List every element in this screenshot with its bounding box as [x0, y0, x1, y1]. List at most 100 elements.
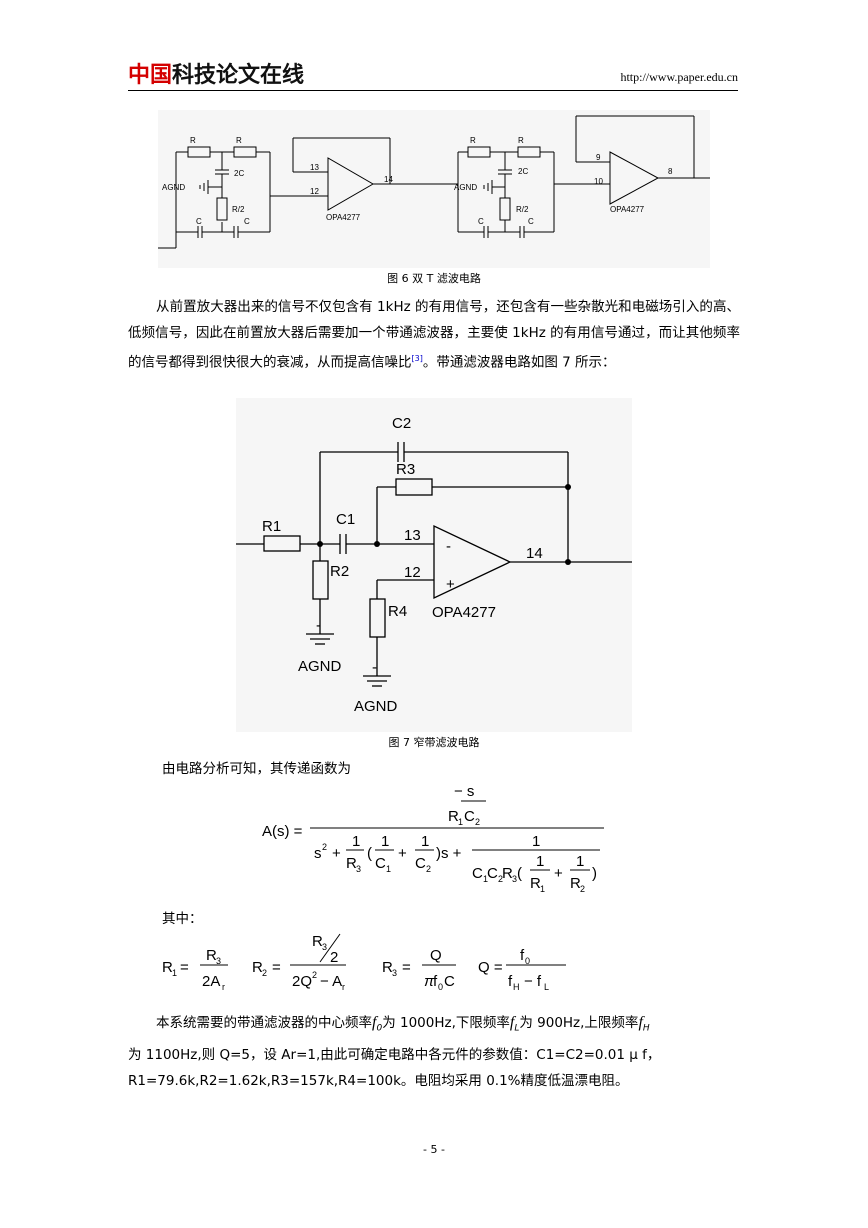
svg-text:2: 2: [330, 949, 338, 966]
svg-text:1: 1: [458, 817, 463, 827]
svg-text:R/2: R/2: [232, 205, 245, 214]
svg-text:1: 1: [381, 833, 389, 850]
svg-text:3: 3: [512, 874, 517, 884]
svg-text:=: =: [402, 959, 411, 976]
header-divider: [128, 90, 738, 91]
svg-text:r: r: [342, 982, 345, 992]
svg-text:1: 1: [352, 833, 360, 850]
svg-text:R: R: [236, 136, 242, 145]
svg-text:R/2: R/2: [516, 205, 529, 214]
svg-text:12: 12: [310, 187, 319, 196]
svg-text:+: +: [398, 845, 407, 862]
svg-text:π: π: [424, 973, 435, 990]
svg-text:2: 2: [312, 970, 317, 980]
svg-text:0: 0: [525, 956, 530, 966]
svg-text:+: +: [332, 845, 341, 862]
svg-text:1: 1: [576, 853, 584, 870]
svg-text:3: 3: [216, 956, 221, 966]
svg-text:=: =: [180, 959, 189, 976]
svg-text:(: (: [367, 845, 372, 862]
svg-text:R: R: [252, 959, 263, 976]
svg-text:1: 1: [532, 833, 540, 850]
svg-text:Q =: Q =: [478, 959, 503, 976]
svg-text:10: 10: [594, 177, 603, 186]
svg-text:3: 3: [356, 864, 361, 874]
figure-6-caption: 图 6 双 T 滤波电路: [387, 272, 481, 285]
figure-6-circuit: R R 2C R/2 C C AGND 13 12 14 OPA4277 R R…: [158, 110, 710, 268]
svg-text:f: f: [433, 973, 438, 990]
svg-text:13: 13: [404, 527, 421, 544]
svg-text:R: R: [518, 136, 524, 145]
svg-text:2C: 2C: [234, 169, 244, 178]
svg-text:(: (: [517, 865, 522, 882]
svg-text:C: C: [415, 855, 426, 872]
svg-text:2Q: 2Q: [292, 973, 312, 990]
svg-text:C: C: [528, 217, 534, 226]
svg-text:C: C: [464, 808, 475, 825]
svg-text:s: s: [314, 845, 322, 862]
svg-text:− A: − A: [320, 973, 342, 990]
paragraph-1-text: 从前置放大器出来的信号不仅包含有 1kHz 的有用信号，还包含有一些杂散光和电磁…: [128, 299, 740, 371]
svg-text:H: H: [513, 982, 520, 992]
svg-text:R: R: [502, 865, 513, 882]
svg-text:1: 1: [540, 884, 545, 894]
svg-text:3: 3: [392, 968, 397, 978]
svg-text:13: 13: [310, 163, 319, 172]
svg-text:1: 1: [172, 968, 177, 978]
paragraph-2: 本系统需要的带通滤波器的中心频率f0为 1000Hz,下限频率fL为 900Hz…: [128, 1010, 740, 1094]
svg-text:R: R: [570, 875, 581, 892]
svg-text:AGND: AGND: [354, 698, 398, 715]
svg-text:Q: Q: [430, 947, 442, 964]
svg-text:12: 12: [404, 564, 421, 581]
svg-text:− f: − f: [524, 973, 542, 990]
svg-text:3: 3: [322, 942, 327, 952]
svg-text:-: -: [316, 617, 321, 634]
logo-part-black: 科技论文在线: [172, 63, 305, 88]
svg-text:OPA4277: OPA4277: [326, 213, 361, 222]
svg-text:R: R: [470, 136, 476, 145]
svg-text:14: 14: [526, 545, 543, 562]
header-url[interactable]: http://www.paper.edu.cn: [620, 70, 738, 84]
svg-text:C: C: [375, 855, 386, 872]
svg-text:): ): [592, 865, 597, 882]
svg-text:+: +: [554, 865, 563, 882]
svg-text:C: C: [244, 217, 250, 226]
svg-text:R: R: [312, 933, 323, 950]
svg-text:R1: R1: [262, 518, 281, 535]
svg-text:C: C: [444, 973, 455, 990]
figure-7-caption: 图 7 窄带滤波电路: [388, 736, 480, 749]
svg-text:L: L: [544, 982, 549, 992]
svg-text:AGND: AGND: [298, 658, 342, 675]
svg-text:R: R: [382, 959, 393, 976]
paragraph-2-line-2: 为 1100Hz,则 Q=5，设 Ar=1,由此可确定电路中各元件的参数值：C1…: [128, 1046, 661, 1063]
svg-text:AGND: AGND: [162, 183, 185, 192]
figure-7-circuit: C2 R3 R1 C1 R2 R4 13 12 14 - + OPA4277 -…: [236, 398, 632, 732]
svg-text:R2: R2: [330, 563, 349, 580]
svg-text:+: +: [446, 576, 455, 593]
svg-text:9: 9: [596, 153, 601, 162]
svg-text:2: 2: [322, 842, 327, 852]
svg-text:1: 1: [421, 833, 429, 850]
paragraph-2-line-1: 本系统需要的带通滤波器的中心频率f0为 1000Hz,下限频率fL为 900Hz…: [156, 1014, 650, 1034]
svg-text:2C: 2C: [518, 167, 528, 176]
paragraph-2-line-3: R1=79.6k,R2=1.62k,R3=157k,R4=100k。电阻均采用 …: [128, 1072, 629, 1089]
svg-text:C: C: [478, 217, 484, 226]
svg-text:2: 2: [426, 864, 431, 874]
svg-text:1: 1: [386, 864, 391, 874]
svg-text:2A: 2A: [202, 973, 220, 990]
svg-text:C1: C1: [336, 511, 355, 528]
svg-text:OPA4277: OPA4277: [432, 604, 496, 621]
svg-text:0: 0: [438, 982, 443, 992]
svg-text:2: 2: [580, 884, 585, 894]
paragraph-1: 从前置放大器出来的信号不仅包含有 1kHz 的有用信号，还包含有一些杂散光和电磁…: [128, 299, 740, 371]
svg-text:R: R: [448, 808, 459, 825]
reference-link[interactable]: [3]: [411, 354, 423, 363]
svg-text:2: 2: [262, 968, 267, 978]
svg-text:AGND: AGND: [454, 183, 477, 192]
svg-text:C: C: [472, 865, 483, 882]
svg-text:8: 8: [668, 167, 673, 176]
svg-text:R3: R3: [396, 461, 415, 478]
svg-text:=: =: [272, 959, 281, 976]
